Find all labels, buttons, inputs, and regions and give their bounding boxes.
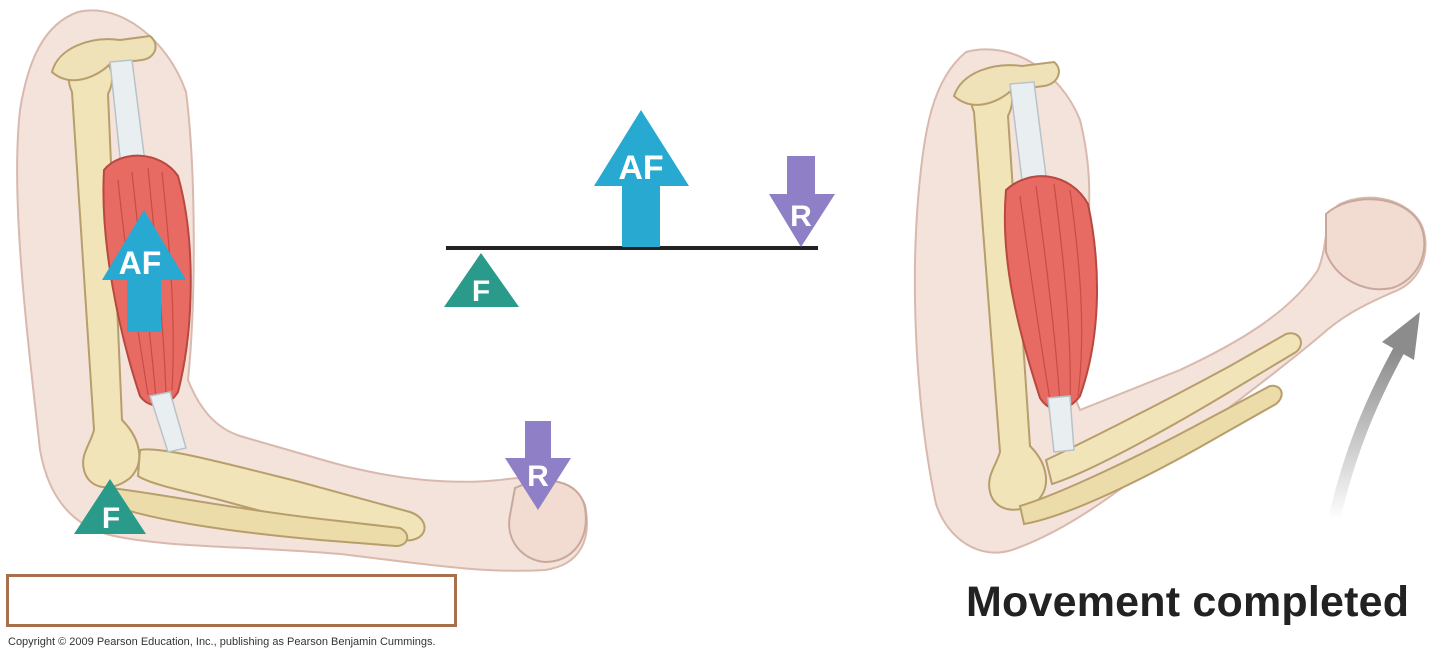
schematic-fulcrum-triangle: F: [444, 253, 519, 308]
scapula-bone: [50, 34, 157, 82]
radius-bone: [106, 486, 409, 548]
arm-r-label: R: [527, 460, 549, 493]
caption-movement-completed: Movement completed: [966, 578, 1410, 626]
arm-applied-force-arrow: AF: [102, 210, 186, 332]
copyright-notice: Copyright © 2009 Pearson Education, Inc.…: [8, 636, 436, 648]
schematic-r-label: R: [790, 200, 812, 233]
arm-fulcrum-triangle: F: [74, 479, 146, 535]
flexed-ulna-bone: [1044, 332, 1302, 486]
answer-box[interactable]: [6, 574, 457, 627]
arm-extended-illustration: [16, 9, 588, 572]
schematic-af-label: AF: [618, 149, 663, 187]
flexed-scapula-bone: [952, 60, 1060, 106]
arm-resistance-arrow: R: [505, 421, 571, 510]
flexed-radius-bone: [1018, 384, 1283, 526]
hand-fist: [508, 479, 587, 564]
arm-f-label: F: [102, 502, 120, 535]
schematic-resistance-arrow: R: [769, 156, 835, 247]
lever-schematic: AF R F: [444, 110, 835, 308]
flexed-biceps-tendon-bottom: [1047, 395, 1075, 453]
arm-af-label: AF: [119, 245, 162, 281]
flexed-biceps-muscle: [1003, 175, 1098, 410]
schematic-applied-force-arrow: AF: [594, 110, 689, 247]
movement-arrow-icon: [1328, 312, 1420, 526]
flexed-biceps-fibers: [1019, 183, 1083, 405]
upper-arm-skin: [16, 9, 588, 572]
flexed-hand-fist: [1325, 198, 1426, 291]
arm-flexed-illustration: [913, 48, 1427, 554]
biceps-tendon-bottom: [149, 391, 187, 453]
schematic-f-label: F: [472, 275, 490, 308]
